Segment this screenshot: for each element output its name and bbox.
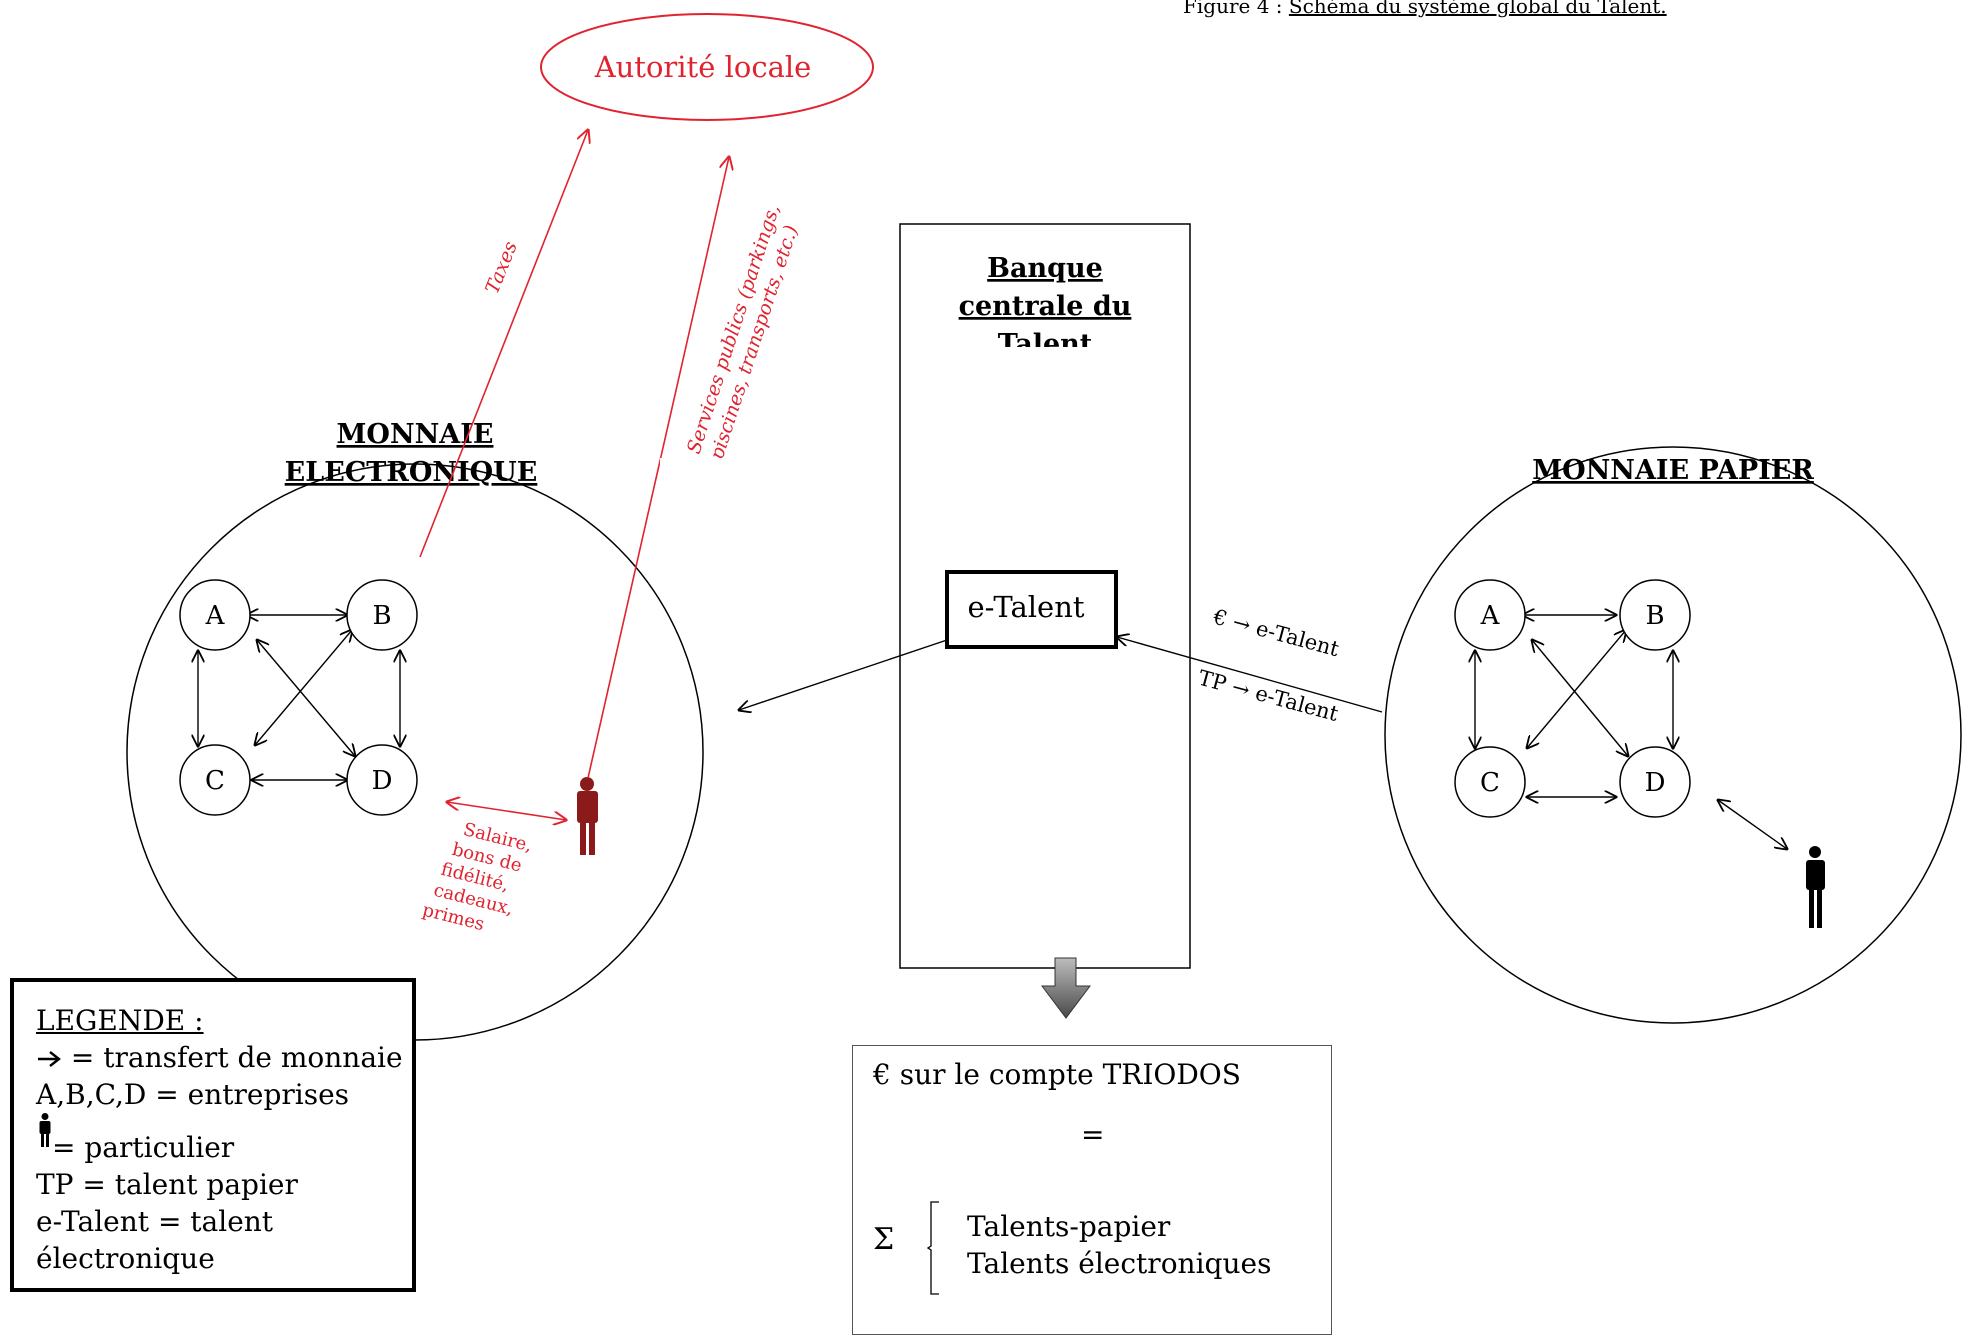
electronic-company-graph xyxy=(198,615,400,780)
legend-etalent-line1: e-Talent = talent xyxy=(36,1205,274,1238)
euro-to-etalent-label: € → e-Talent xyxy=(1210,604,1342,661)
paper-node-b xyxy=(1619,579,1691,651)
elec-node-a-label: A xyxy=(205,601,226,631)
elec-node-c xyxy=(179,744,251,816)
elec-node-c-label: C xyxy=(205,766,225,796)
legend-etalent-line2: électronique xyxy=(36,1242,215,1275)
down-arrow xyxy=(1041,957,1091,1019)
paper-money-circle xyxy=(1384,446,1962,1024)
paper-node-b-label: B xyxy=(1645,601,1664,631)
electronic-money-title-line1: MONNAIE xyxy=(337,419,494,450)
figure-caption-title: Schéma du système global du Talent. xyxy=(1288,0,1667,18)
electronic-company-nodes: A B C D xyxy=(179,579,418,816)
person-icon xyxy=(577,777,598,855)
paper-money-title: MONNAIE PAPIER xyxy=(1532,455,1814,486)
elec-node-b-label: B xyxy=(372,601,391,631)
paper-node-d xyxy=(1619,746,1691,818)
legend-title: LEGENDE : xyxy=(36,1004,204,1037)
paper-node-d-label: D xyxy=(1645,768,1666,798)
sigma-icon: Σ xyxy=(873,1222,895,1257)
central-bank-title-line2: centrale du xyxy=(959,291,1132,322)
legend-arrow-row: = transfert de monnaie xyxy=(36,1039,412,1076)
etalent-node-label: e-Talent xyxy=(967,590,1084,624)
elec-edge-a-d xyxy=(257,640,355,756)
triodos-item-electronic: Talents électroniques xyxy=(967,1247,1272,1280)
figure-caption-prefix: Figure 4 : xyxy=(1183,0,1289,18)
salary-arrow xyxy=(447,802,566,820)
triodos-item-paper: Talents-papier xyxy=(967,1210,1171,1243)
red-flows xyxy=(419,130,729,820)
legend-person-row: = particulier xyxy=(36,1113,412,1166)
arrow-icon xyxy=(38,1051,61,1067)
person-icon xyxy=(1806,846,1825,928)
central-bank-box xyxy=(899,223,1191,969)
triodos-box: € sur le compte TRIODOS = Σ Talents-papi… xyxy=(852,1045,1332,1335)
central-bank-title-line1: Banque xyxy=(987,253,1103,284)
legend-backdrop xyxy=(10,978,416,1292)
elec-node-b xyxy=(346,579,418,651)
tp-to-etalent-label: TP → e-Talent xyxy=(1196,666,1342,727)
paper-company-graph xyxy=(1475,615,1787,849)
elec-node-a xyxy=(179,579,251,651)
central-bank-title: Banque centrale du Talent xyxy=(959,253,1132,360)
brace-icon xyxy=(927,1201,939,1295)
etalent-node xyxy=(945,570,1118,649)
paper-node-c xyxy=(1454,746,1526,818)
paper-company-nodes: A B C D xyxy=(1454,579,1691,818)
authority-ellipse xyxy=(540,13,874,121)
paper-edge-d-person xyxy=(1718,800,1787,849)
elec-edge-b-c xyxy=(255,630,352,745)
person-icon xyxy=(39,1113,51,1147)
legend-companies: A,B,C,D = entreprises xyxy=(36,1078,350,1111)
elec-node-d xyxy=(346,744,418,816)
elec-node-d-label: D xyxy=(372,766,393,796)
bank-flows xyxy=(739,637,1383,713)
services-label-mask xyxy=(660,458,740,478)
triodos-equals: = xyxy=(1081,1118,1105,1151)
paper-edge-b-c xyxy=(1527,630,1626,748)
electronic-money-title-line2: ELECTRONIQUE xyxy=(285,457,538,488)
paper-to-etalent-arrow xyxy=(1117,637,1383,713)
authority-label: Autorité locale xyxy=(594,50,812,84)
paper-node-a xyxy=(1454,579,1526,651)
figure-caption: Figure 4 : Schéma du système global du T… xyxy=(1183,0,1667,18)
legend-box: LEGENDE : = transfert de monnaie A,B,C,D… xyxy=(10,978,416,1292)
legend-tp: TP = talent papier xyxy=(36,1168,298,1201)
paper-node-a-label: A xyxy=(1480,601,1501,631)
taxes-label: Taxes xyxy=(481,238,522,297)
legend-person-text: = particulier xyxy=(52,1131,235,1164)
paper-node-c-label: C xyxy=(1480,768,1500,798)
legend-arrow-text: = transfert de monnaie xyxy=(62,1041,403,1074)
taxes-arrow xyxy=(419,130,588,558)
central-bank-title-mask xyxy=(903,347,1187,361)
services-arrow xyxy=(587,157,729,779)
salary-label: Salaire, bons de fidélité, cadeaux, prim… xyxy=(420,819,534,935)
triodos-account: € sur le compte TRIODOS xyxy=(873,1058,1241,1091)
paper-edge-a-d xyxy=(1532,640,1628,756)
etalent-to-electronic-arrow xyxy=(739,639,948,710)
